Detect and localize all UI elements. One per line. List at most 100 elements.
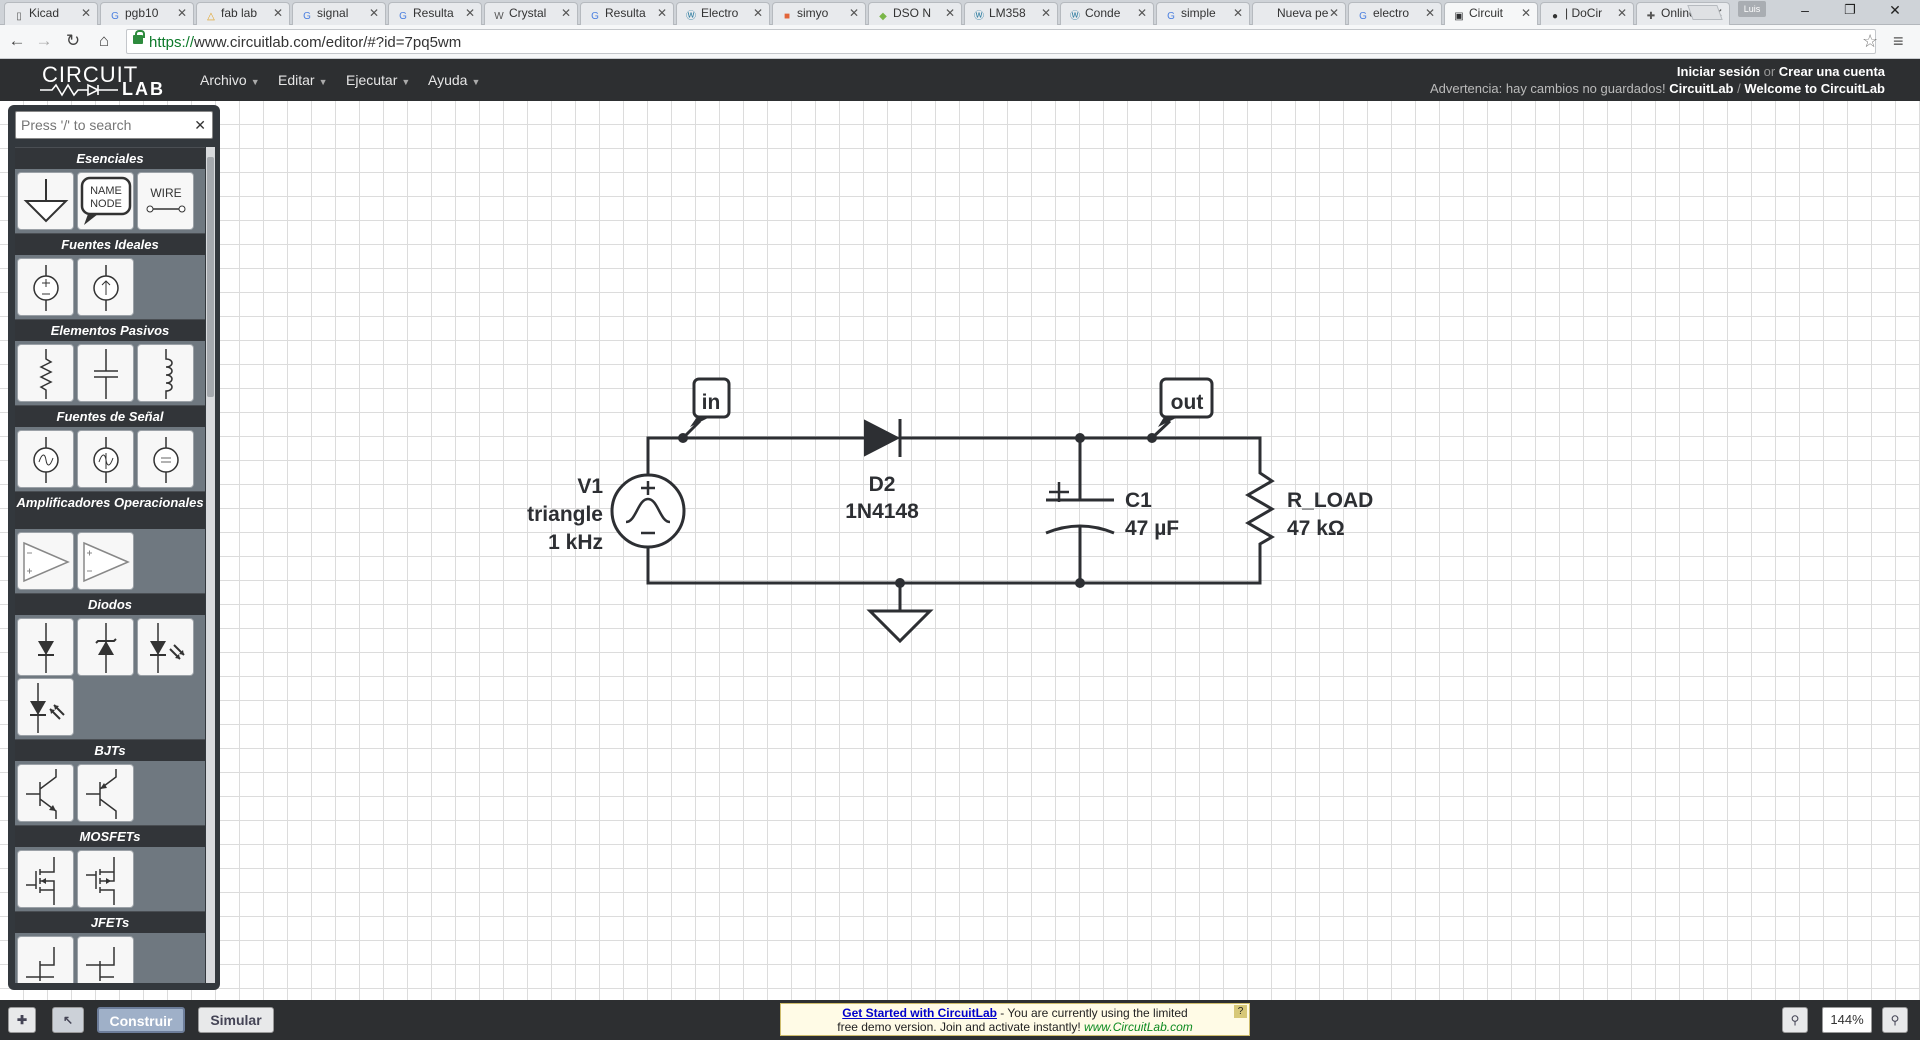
palette-scrollbar[interactable]	[206, 147, 215, 983]
tab-close-icon[interactable]: ✕	[848, 6, 859, 20]
ac-voltage-component[interactable]	[17, 430, 74, 488]
build-mode-button[interactable]: Construir	[97, 1007, 185, 1033]
tab-close-icon[interactable]: ✕	[1232, 6, 1243, 20]
clear-search-icon[interactable]: ✕	[194, 117, 206, 133]
tab-close-icon[interactable]: ✕	[272, 6, 283, 20]
led-component[interactable]	[137, 618, 194, 676]
menu-ejecutar[interactable]: Ejecutar▼	[346, 72, 411, 88]
tab-close-icon[interactable]: ✕	[656, 6, 667, 20]
tab-close-icon[interactable]: ✕	[1520, 6, 1531, 20]
photodiode-component[interactable]	[17, 678, 74, 736]
zoom-level[interactable]: 144%	[1822, 1007, 1872, 1033]
restore-button[interactable]: ❐	[1844, 2, 1856, 17]
name-node-out[interactable]	[1150, 377, 1214, 440]
menu-ayuda[interactable]: Ayuda▼	[428, 72, 481, 88]
pjfet-component[interactable]	[77, 936, 134, 983]
add-component-icon[interactable]: ✚	[8, 1007, 36, 1033]
pointer-tool-icon[interactable]: ↖	[52, 1007, 84, 1033]
tab-close-icon[interactable]: ✕	[752, 6, 763, 20]
capacitor-component[interactable]	[77, 344, 134, 402]
close-window-button[interactable]: ✕	[1889, 2, 1901, 18]
opamp-component[interactable]	[17, 532, 74, 590]
browser-tab[interactable]: ■simyo✕	[772, 2, 866, 25]
browser-tab[interactable]: ◆DSO N✕	[868, 2, 962, 25]
tab-close-icon[interactable]: ✕	[1424, 6, 1435, 20]
tab-close-icon[interactable]: ✕	[80, 6, 91, 20]
tab-close-icon[interactable]: ✕	[1616, 6, 1627, 20]
browser-tab[interactable]: ▯Kicad✕	[4, 2, 98, 25]
circuitlab-logo[interactable]: CIRCUIT LAB	[40, 61, 180, 101]
schematic-canvas[interactable]: in out V1 triangle 1 kHz D2 1N4148 C1 47…	[0, 101, 1920, 1000]
get-started-link[interactable]: Get Started with CircuitLab	[842, 1006, 997, 1020]
npn-component[interactable]	[17, 764, 74, 822]
current-source-component[interactable]	[77, 258, 134, 316]
browser-tab[interactable]: △fab lab✕	[196, 2, 290, 25]
pmos-component[interactable]	[77, 850, 134, 908]
tab-close-icon[interactable]: ✕	[368, 6, 379, 20]
njfet-component[interactable]	[17, 936, 74, 983]
diode-d2[interactable]	[864, 419, 902, 457]
bookmark-star-icon[interactable]: ☆	[1862, 31, 1879, 51]
inductor-component[interactable]	[137, 344, 194, 402]
circuitlab-site-link[interactable]: www.CircuitLab.com	[1084, 1020, 1193, 1034]
zener-component[interactable]	[77, 618, 134, 676]
back-icon[interactable]: ←	[8, 31, 26, 50]
capacitor-c1[interactable]	[1045, 482, 1115, 535]
create-account-link[interactable]: Crear una cuenta	[1778, 64, 1885, 79]
tab-close-icon[interactable]: ✕	[1040, 6, 1051, 20]
palette-search-input[interactable]	[16, 112, 186, 138]
diode-component[interactable]	[17, 618, 74, 676]
csv-source-component[interactable]	[137, 430, 194, 488]
resistor-component[interactable]	[17, 344, 74, 402]
breadcrumb-circuitlab[interactable]: CircuitLab	[1669, 81, 1734, 96]
reload-icon[interactable]: ↻	[65, 31, 81, 50]
nmos-component[interactable]	[17, 850, 74, 908]
opamp-2-component[interactable]	[77, 532, 134, 590]
browser-menu-icon[interactable]: ≡	[1893, 31, 1904, 51]
menu-archivo[interactable]: Archivo▼	[200, 72, 260, 88]
browser-tab[interactable]: ▣Circuit✕	[1444, 2, 1538, 25]
tab-close-icon[interactable]: ✕	[1328, 6, 1339, 20]
url-field[interactable]: https://www.circuitlab.com/editor/#?id=7…	[126, 29, 1876, 54]
tab-close-icon[interactable]: ✕	[176, 6, 187, 20]
simulate-mode-button[interactable]: Simular	[198, 1007, 274, 1033]
voltage-source-component[interactable]	[17, 258, 74, 316]
profile-chip[interactable]: Luis	[1738, 1, 1766, 17]
help-icon[interactable]: ?	[1234, 1005, 1247, 1018]
forward-icon[interactable]: →	[35, 31, 53, 50]
tab-close-icon[interactable]: ✕	[1136, 6, 1147, 20]
new-tab-button[interactable]	[1687, 5, 1723, 20]
name-node-in[interactable]	[681, 377, 731, 440]
ground-symbol[interactable]	[866, 609, 934, 644]
browser-tab[interactable]: Nueva pe✕	[1252, 2, 1346, 25]
palette-scroll-thumb[interactable]	[207, 157, 214, 397]
ground-component[interactable]	[17, 172, 74, 230]
minimize-button[interactable]: –	[1801, 2, 1809, 18]
wire-component[interactable]: WIRE	[137, 172, 194, 230]
zoom-out-icon[interactable]: ⚲	[1782, 1007, 1808, 1033]
ac-current-component[interactable]	[77, 430, 134, 488]
resistor-r-load[interactable]	[1245, 436, 1275, 585]
tab-close-icon[interactable]: ✕	[944, 6, 955, 20]
browser-tab[interactable]: ●| DoCir✕	[1540, 2, 1634, 25]
tab-close-icon[interactable]: ✕	[464, 6, 475, 20]
voltage-source-v1[interactable]	[610, 473, 686, 549]
breadcrumb-doc-title[interactable]: Welcome to CircuitLab	[1744, 81, 1885, 96]
menu-editar[interactable]: Editar▼	[278, 72, 328, 88]
zoom-in-icon[interactable]: ⚲	[1882, 1007, 1908, 1033]
signin-link[interactable]: Iniciar sesión	[1676, 64, 1760, 79]
home-icon[interactable]: ⌂	[98, 31, 110, 50]
pnp-component[interactable]	[77, 764, 134, 822]
tab-close-icon[interactable]: ✕	[560, 6, 571, 20]
